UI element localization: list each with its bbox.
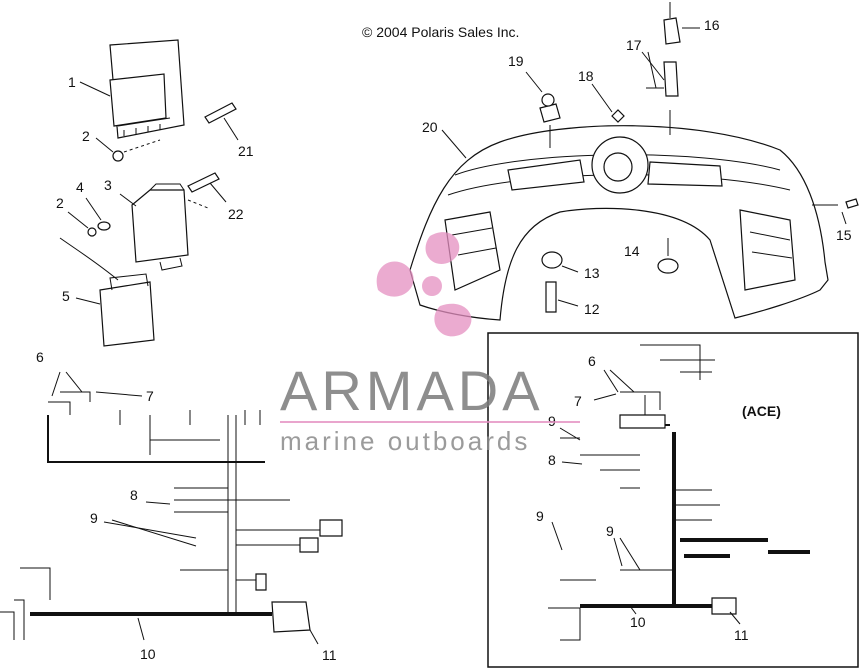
callout-13: 13 <box>584 265 600 281</box>
callout-4: 4 <box>76 179 84 195</box>
callout-12: 12 <box>584 301 600 317</box>
bolt-22 <box>187 172 227 203</box>
callout-22: 22 <box>228 206 244 222</box>
callout-19: 19 <box>508 53 524 69</box>
gauge-19 <box>525 71 561 148</box>
bolt-21 <box>204 102 239 141</box>
callout-6: 6 <box>36 349 44 365</box>
callout-8: 8 <box>130 487 138 503</box>
callout-21: 21 <box>238 143 254 159</box>
inset-callout-9c: 9 <box>606 523 614 539</box>
grommet-13 <box>541 251 579 273</box>
callout-10: 10 <box>140 646 156 662</box>
nut-2b <box>67 211 97 237</box>
callout-7: 7 <box>146 388 154 404</box>
lanyard-clip-16 <box>663 2 700 45</box>
inset-callout-11: 11 <box>734 627 749 643</box>
washer-4 <box>85 197 111 231</box>
ace-harness <box>548 344 810 641</box>
callout-3: 3 <box>104 177 112 193</box>
regulator-3 <box>119 183 209 271</box>
callout-labels: 1 2 2 3 4 5 6 7 8 9 10 11 12 13 14 15 16… <box>36 17 852 663</box>
inset-callout-7: 7 <box>574 393 582 409</box>
callout-18: 18 <box>578 68 594 84</box>
module-5 <box>59 237 155 347</box>
watermark-tagline: marine outboards <box>280 426 530 456</box>
callout-9: 9 <box>90 510 98 526</box>
callout-20: 20 <box>422 119 438 135</box>
callout-2b: 2 <box>56 195 64 211</box>
inset-callout-8: 8 <box>548 452 556 468</box>
harness-main <box>0 371 343 645</box>
dash-panel-20 <box>409 125 829 321</box>
armada-logo-mark <box>376 232 472 337</box>
fastener-15 <box>812 198 859 225</box>
inset-callout-6: 6 <box>588 353 596 369</box>
ace-label: (ACE) <box>742 403 781 419</box>
lanyard-switch-17 <box>641 51 679 135</box>
callout-5: 5 <box>62 288 70 304</box>
callout-2a: 2 <box>82 128 90 144</box>
inset-callout-9b: 9 <box>536 508 544 524</box>
copyright-text: © 2004 Polaris Sales Inc. <box>362 24 519 40</box>
ace-inset-frame <box>487 332 859 668</box>
inset-callout-10: 10 <box>630 614 646 630</box>
watermark-brand: ARMADA <box>280 359 544 422</box>
callout-14: 14 <box>624 243 640 259</box>
switch-14 <box>657 238 679 274</box>
clip-18 <box>591 83 625 123</box>
callout-1: 1 <box>68 74 76 90</box>
plug-12 <box>545 281 579 313</box>
callout-15: 15 <box>836 227 852 243</box>
nut-2a <box>95 137 161 162</box>
callout-11: 11 <box>322 647 337 663</box>
callout-16: 16 <box>704 17 720 33</box>
callout-17: 17 <box>626 37 642 53</box>
control-module-1 <box>79 39 185 139</box>
